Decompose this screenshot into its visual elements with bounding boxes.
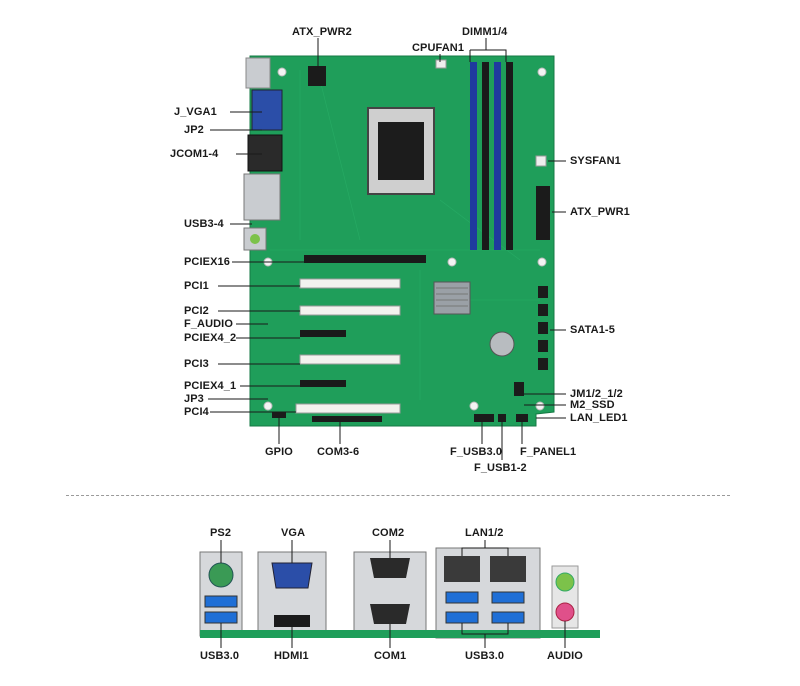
label-f-usb12: F_USB1-2 (474, 462, 527, 474)
label-dimm: DIMM1/4 (462, 26, 508, 38)
usb-left-2 (204, 611, 238, 624)
label-f-audio: F_AUDIO (184, 318, 233, 330)
io-pcb-edge (200, 630, 600, 638)
label-audio: AUDIO (547, 650, 583, 662)
label-f-usb30: F_USB3.0 (450, 446, 503, 458)
pci2-slot (299, 305, 401, 316)
pci4-slot (295, 403, 401, 414)
pciex16-slot (304, 255, 426, 263)
f-usb30-header (474, 414, 494, 422)
label-usb30-right: USB3.0 (465, 650, 505, 662)
label-com36: COM3-6 (317, 446, 360, 458)
label-pciex4-1: PCIEX4_1 (184, 380, 237, 392)
label-com2: COM2 (372, 527, 405, 539)
label-jp3: JP3 (184, 393, 204, 405)
hdmi-port (274, 615, 310, 627)
m2-slot (514, 382, 524, 396)
label-atx-pwr2: ATX_PWR2 (292, 26, 352, 38)
label-hdmi: HDMI1 (274, 650, 309, 662)
leader-lines (208, 38, 566, 460)
label-pci4: PCI4 (184, 406, 209, 418)
f-usb12-header (498, 414, 506, 422)
sata-connectors (538, 286, 548, 370)
label-sata: SATA1-5 (570, 324, 615, 336)
label-j-vga: J_VGA1 (174, 106, 217, 118)
usb-right-1 (445, 591, 479, 604)
label-pciex4-2: PCIEX4_2 (184, 332, 237, 344)
label-lan: LAN1/2 (465, 527, 504, 539)
label-gpio: GPIO (265, 446, 293, 458)
usb-right-3 (491, 591, 525, 604)
label-pci2: PCI2 (184, 305, 209, 317)
label-usb30-left: USB3.0 (200, 650, 240, 662)
label-ps2: PS2 (210, 527, 232, 539)
label-usb34: USB3-4 (184, 218, 224, 230)
label-pci3: PCI3 (184, 358, 209, 370)
chipset-heatsink (433, 281, 471, 315)
io-leader-lines (220, 540, 566, 648)
label-f-panel: F_PANEL1 (520, 446, 577, 458)
label-pciex16: PCIEX16 (184, 256, 230, 268)
ps2-port (208, 562, 234, 588)
label-jp2: JP2 (184, 124, 204, 136)
cpufan-connector (435, 59, 447, 69)
mount-holes (263, 67, 547, 411)
section-divider (66, 495, 730, 496)
io-ps2 (245, 57, 271, 89)
label-jm: JM1/2_1/2 (570, 388, 623, 400)
label-vga: VGA (281, 527, 306, 539)
io-lan-block (243, 173, 281, 221)
label-lan-led: LAN_LED1 (570, 412, 628, 424)
pciex4-1-slot (300, 380, 346, 387)
f-panel-header (516, 414, 528, 422)
sysfan-connector (535, 155, 547, 167)
atx-pwr2-connector (308, 66, 326, 86)
lan2-port (490, 556, 526, 582)
dimm-slots (470, 62, 513, 250)
label-m2: M2_SSD (570, 399, 615, 411)
label-jcom: JCOM1-4 (170, 148, 219, 160)
io-panel (199, 547, 600, 639)
gpio-header (272, 412, 286, 418)
label-pci1: PCI1 (184, 280, 209, 292)
audio-mic-in (555, 602, 575, 622)
pciex4-2-slot (300, 330, 346, 337)
label-sysfan: SYSFAN1 (570, 155, 621, 167)
usb-left-1 (204, 595, 238, 608)
usb-right-4 (491, 611, 525, 624)
vga-port (271, 562, 313, 589)
com2-port (370, 558, 410, 578)
io-vga-block (251, 89, 283, 131)
lan1-port (444, 556, 480, 582)
usb-right-2 (445, 611, 479, 624)
com1-port (370, 604, 410, 624)
pci1-slot (299, 278, 401, 289)
atx-pwr1-connector (536, 186, 550, 240)
audio-line-out (555, 572, 575, 592)
label-com1: COM1 (374, 650, 407, 662)
label-atx-pwr1: ATX_PWR1 (570, 206, 630, 218)
com-headers (312, 416, 382, 422)
label-cpufan: CPUFAN1 (412, 42, 465, 54)
cmos-battery (489, 331, 515, 357)
io-com-block (247, 134, 283, 172)
pci3-slot (299, 354, 401, 365)
